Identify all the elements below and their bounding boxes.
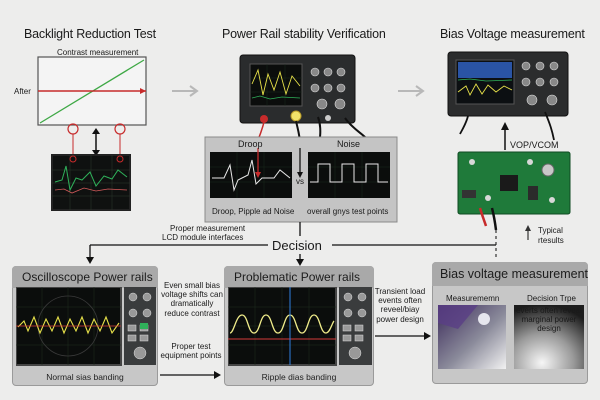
lcd-interfaces-label: LCD module interfaces bbox=[162, 233, 244, 242]
droop-label: Droop bbox=[238, 139, 263, 149]
problematic-power-rails-title: Problematic Power rails bbox=[224, 266, 374, 288]
bias-shift-note: Even small bias voltage shifts can drama… bbox=[161, 281, 223, 318]
center-scope-screen bbox=[228, 287, 372, 366]
flow-arrow-2 bbox=[398, 85, 425, 97]
decision-type-text: everts often reveal marginal power desig… bbox=[516, 306, 582, 334]
bottom-arrows bbox=[160, 332, 431, 379]
bias-panel-images bbox=[438, 305, 584, 369]
droop-caption: Droop, Pipple ad Noise bbox=[212, 207, 295, 216]
noise-label: Noise bbox=[337, 139, 361, 149]
center-scope-trace bbox=[229, 314, 335, 334]
typical-label: Typical bbox=[538, 226, 563, 235]
power-rail-title: Power Rail stability Verification bbox=[222, 27, 386, 41]
vs-label: vs bbox=[296, 177, 304, 186]
vop-vcom-label: VOP/VCOM bbox=[510, 140, 559, 150]
contrast-chart bbox=[37, 56, 147, 158]
noise-caption: overall gnys test points bbox=[307, 207, 389, 216]
contrast-measurement-label: Contrast measurement bbox=[57, 48, 139, 57]
droop-noise-panel bbox=[204, 136, 398, 223]
proper-measurement-label: Proper measurement bbox=[170, 224, 246, 233]
decision-connectors bbox=[86, 222, 496, 266]
pcb-board bbox=[457, 151, 571, 231]
center-oscilloscope bbox=[239, 54, 367, 151]
left-panel-caption: Normal sias banding bbox=[46, 372, 124, 382]
results-label: rtesults bbox=[538, 236, 564, 245]
transient-note: Transient load events often reveel/biay … bbox=[374, 287, 426, 324]
proper-test-note: Proper test equipment points bbox=[160, 342, 222, 361]
right-oscilloscope bbox=[447, 51, 569, 150]
small-scope-screen bbox=[51, 154, 131, 211]
decision-label: Decision bbox=[272, 238, 322, 253]
after-label: After bbox=[14, 87, 31, 96]
bias-voltage-title: Bias Voltage measurement bbox=[440, 27, 585, 41]
decision-type-sub-label: Decision Trpe bbox=[527, 294, 576, 303]
oscilloscope-power-rails-title: Oscilloscope Power rails bbox=[12, 266, 158, 288]
bias-voltage-panel-title: Bias voltage measurement bbox=[432, 262, 588, 286]
center-panel-caption: Ripple dias banding bbox=[261, 372, 337, 382]
decision-type-image bbox=[514, 305, 584, 369]
backlight-test-title: Backlight Reduction Test bbox=[24, 27, 156, 41]
flow-arrow-1 bbox=[172, 85, 199, 97]
left-scope-screen bbox=[16, 287, 156, 366]
measurement-sub-label: Measurememn bbox=[446, 294, 500, 303]
